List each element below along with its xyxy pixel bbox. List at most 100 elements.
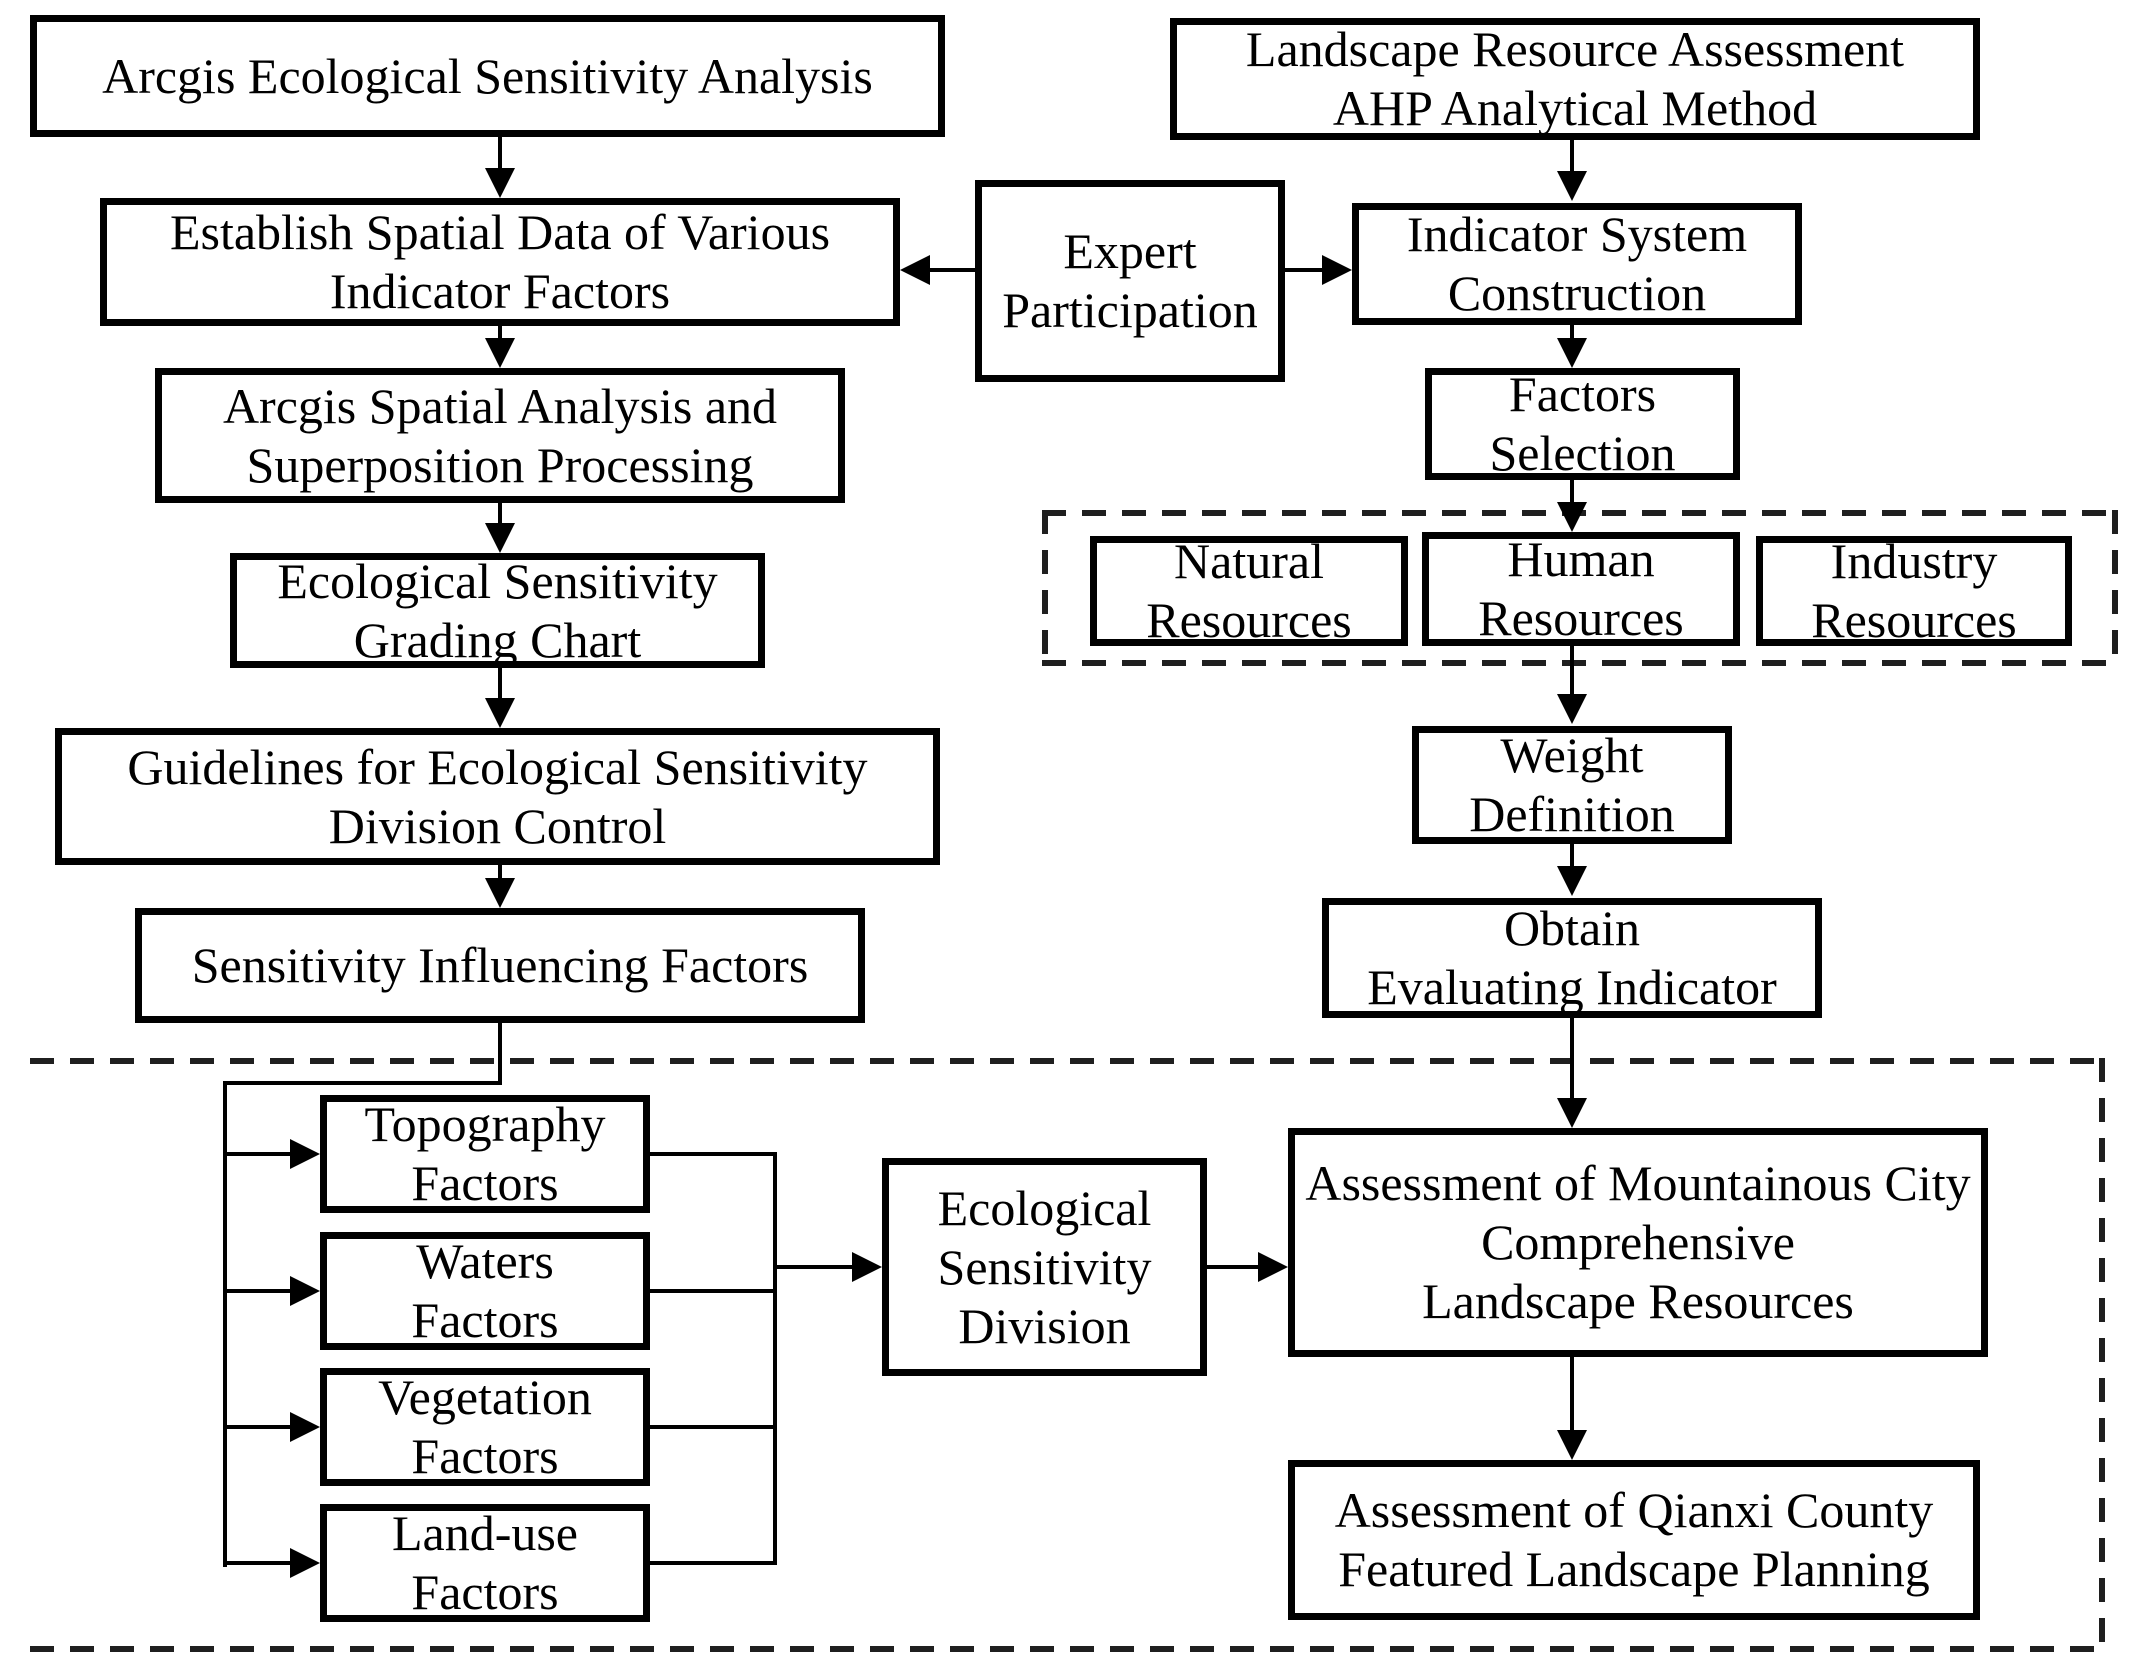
- node-label: Division: [958, 1297, 1131, 1354]
- node-label: Featured Landscape Planning: [1338, 1541, 1930, 1597]
- arrowhead-branch-vegetation: [290, 1412, 320, 1442]
- bottom-group-dashed-bottom: [30, 1646, 2105, 1652]
- connector-weight-obtain: [1570, 844, 1574, 868]
- node-label: Comprehensive: [1481, 1214, 1795, 1270]
- arrowhead-obtain-assessment: [1557, 1098, 1587, 1128]
- node-arcgis-spatial-analysis: Arcgis Spatial Analysis and Superpositio…: [155, 368, 845, 503]
- connector-spatial-grading: [498, 503, 502, 523]
- connector-collector-trunk: [773, 1152, 777, 1565]
- connector-topography-collector: [650, 1152, 775, 1156]
- node-label: Factors: [411, 1292, 559, 1348]
- node-establish-spatial-data: Establish Spatial Data of Various Indica…: [100, 198, 900, 326]
- node-label: Ecological: [937, 1179, 1152, 1236]
- arrowhead-collector-ecodivision: [852, 1252, 882, 1282]
- arrowhead-assessment-qianxi: [1557, 1430, 1587, 1460]
- arrowhead-branch-topography: [290, 1139, 320, 1169]
- node-label: Expert: [1063, 223, 1197, 279]
- node-landuse-factors: Land-use Factors: [320, 1504, 650, 1622]
- node-label: Factors: [411, 1428, 559, 1484]
- connector-branch-vegetation: [223, 1425, 292, 1429]
- connector-analysis-establish: [498, 135, 502, 170]
- node-label: Guidelines for Ecological Sensitivity: [127, 738, 868, 795]
- connector-ecodivision-assessment: [1207, 1265, 1260, 1269]
- connector-vegetation-collector: [650, 1425, 775, 1429]
- arrowhead-landscape-indicator: [1557, 171, 1587, 201]
- node-label: Evaluating Indicator: [1367, 959, 1777, 1015]
- node-label: Arcgis Ecological Sensitivity Analysis: [102, 47, 873, 104]
- node-label: Landscape Resource Assessment: [1245, 21, 1905, 77]
- node-label: Grading Chart: [353, 611, 642, 668]
- node-indicator-system-construction: Indicator System Construction: [1352, 203, 1802, 325]
- connector-collector-ecodivision: [773, 1265, 854, 1269]
- node-label: Superposition Processing: [246, 436, 754, 493]
- node-label: Sensitivity Influencing Factors: [191, 937, 809, 993]
- node-label: Assessment of Qianxi County: [1334, 1482, 1934, 1538]
- connector-waters-collector: [650, 1289, 775, 1293]
- connector-sensitivity-down: [498, 1023, 502, 1085]
- node-label: Division Control: [328, 797, 667, 854]
- connector-branch-landuse: [223, 1561, 292, 1565]
- node-guidelines-division-control: Guidelines for Ecological Sensitivity Di…: [55, 728, 940, 865]
- node-human-resources: Human Resources: [1422, 531, 1740, 646]
- arrowhead-establish-spatial: [485, 338, 515, 368]
- node-weight-definition: Weight Definition: [1412, 726, 1732, 844]
- connector-guidelines-sensitivity: [498, 865, 502, 880]
- node-label: Participation: [1002, 282, 1258, 338]
- connector-resources-weight: [1570, 646, 1574, 696]
- node-vegetation-factors: Vegetation Factors: [320, 1368, 650, 1486]
- node-assessment-qianxi-county: Assessment of Qianxi County Featured Lan…: [1288, 1460, 1980, 1620]
- arrowhead-spatial-grading: [485, 523, 515, 553]
- node-label: Indicator System: [1406, 206, 1748, 262]
- node-sensitivity-influencing-factors: Sensitivity Influencing Factors: [135, 908, 865, 1023]
- node-label: Factors: [1508, 366, 1657, 422]
- connector-assessment-qianxi: [1570, 1357, 1574, 1432]
- node-label: Resources: [1811, 592, 2017, 648]
- node-label: Vegetation: [378, 1369, 592, 1425]
- node-label: Land-use: [391, 1505, 579, 1561]
- node-label: Waters: [416, 1233, 554, 1289]
- node-ecological-sensitivity-division: Ecological Sensitivity Division: [882, 1158, 1207, 1376]
- node-label: Human: [1507, 531, 1655, 587]
- arrowhead-indicator-factors: [1557, 338, 1587, 368]
- node-label: Factors: [411, 1155, 559, 1211]
- node-label: Weight: [1500, 727, 1644, 783]
- bottom-group-dashed-top: [30, 1058, 2105, 1064]
- node-assessment-mountainous-city: Assessment of Mountainous City Comprehen…: [1288, 1128, 1988, 1357]
- arrowhead-grading-guidelines: [485, 698, 515, 728]
- resources-group-dashed-bottom: [1042, 660, 2118, 666]
- node-label: Landscape Resources: [1422, 1273, 1854, 1329]
- connector-establish-spatial: [498, 326, 502, 338]
- arrowhead-factors-resources: [1557, 502, 1587, 532]
- connector-grading-guidelines: [498, 668, 502, 698]
- connector-factors-resources: [1570, 480, 1574, 504]
- bottom-group-dashed-right: [2099, 1058, 2105, 1652]
- node-label: Assessment of Mountainous City: [1305, 1155, 1971, 1211]
- arrowhead-resources-weight: [1557, 694, 1587, 724]
- connector-factor-trunk: [223, 1081, 227, 1567]
- node-natural-resources: Natural Resources: [1090, 533, 1408, 648]
- connector-expert-indicator: [1285, 268, 1324, 272]
- arrowhead-guidelines-sensitivity: [485, 878, 515, 908]
- node-label: Definition: [1469, 786, 1675, 842]
- node-label: Natural: [1174, 533, 1324, 589]
- node-landscape-resource-assessment: Landscape Resource Assessment AHP Analyt…: [1170, 18, 1980, 140]
- arrowhead-branch-waters: [290, 1276, 320, 1306]
- node-label: Industry: [1830, 533, 1998, 589]
- node-label: Obtain: [1503, 900, 1641, 956]
- node-expert-participation: Expert Participation: [975, 180, 1285, 382]
- arrowhead-analysis-establish: [485, 168, 515, 198]
- node-obtain-evaluating-indicator: Obtain Evaluating Indicator: [1322, 898, 1822, 1018]
- node-label: Selection: [1489, 425, 1676, 481]
- node-ecological-sensitivity-grading-chart: Ecological Sensitivity Grading Chart: [230, 553, 765, 668]
- arrowhead-weight-obtain: [1557, 866, 1587, 896]
- node-label: Factors: [411, 1564, 559, 1620]
- arrowhead-ecodivision-assessment: [1258, 1252, 1288, 1282]
- connector-sensitivity-across: [223, 1081, 502, 1085]
- resources-group-dashed-right: [2112, 510, 2118, 666]
- node-label: AHP Analytical Method: [1332, 80, 1818, 136]
- connector-branch-waters: [223, 1289, 292, 1293]
- node-label: Arcgis Spatial Analysis and: [222, 377, 778, 434]
- connector-expert-establish: [928, 268, 975, 272]
- node-topography-factors: Topography Factors: [320, 1095, 650, 1213]
